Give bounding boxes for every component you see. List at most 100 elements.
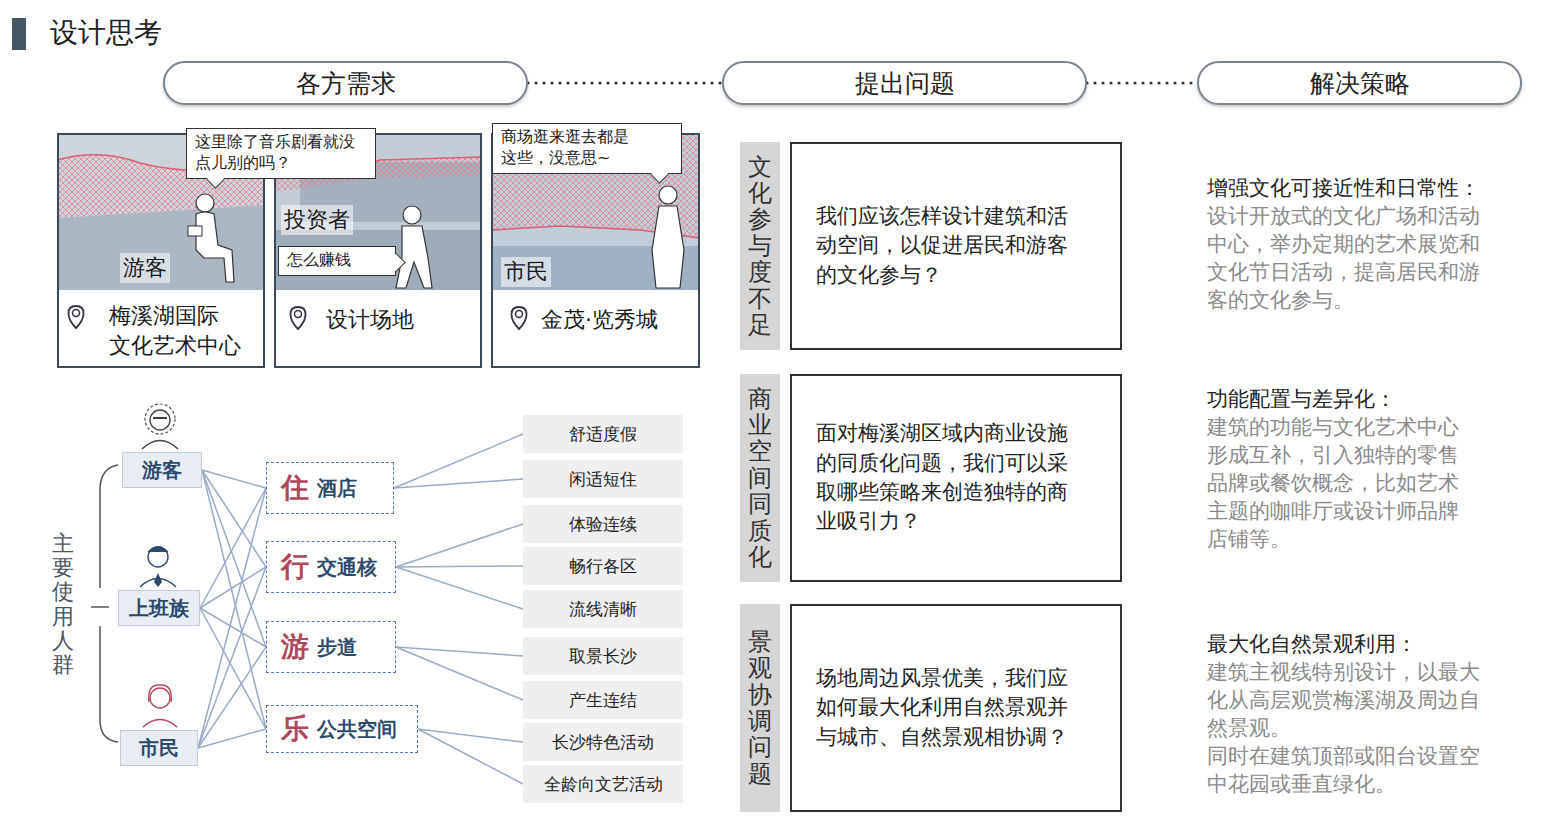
item-text: 产生连结	[569, 689, 637, 712]
panel-text: 市民	[501, 257, 551, 287]
item-text: 长沙特色活动	[552, 731, 654, 754]
pill-text: 提出问题	[855, 67, 955, 100]
persona-text: 游客	[142, 457, 182, 484]
item-text: 闲适短住	[569, 468, 637, 491]
header-pill: 解决策略	[1197, 61, 1522, 105]
photo-ground	[57, 205, 265, 290]
strategy-heading: 功能配置与差异化：	[1207, 385, 1396, 413]
bracket-tick	[91, 606, 109, 608]
category-box: 游步道	[266, 621, 396, 673]
dotted-connector	[528, 81, 722, 84]
q-text: 场地周边风景优美，我们应 如何最大化利用自然景观并 与城市、自然景观相协调？	[816, 664, 1096, 752]
issue-band: 文化参与度不足	[740, 142, 780, 350]
need-box: 流线清晰	[523, 590, 683, 628]
worker-head	[148, 547, 168, 567]
item-text: 体验连续	[569, 513, 637, 536]
need-box: 全龄向文艺活动	[523, 765, 683, 803]
strategy-text: 同时在建筑顶部或阳台设置空 中花园或垂直绿化。	[1207, 742, 1527, 798]
q-text: 面对梅溪湖区域内商业设施 的同质化问题，我们可以采 取哪些策略来创造独特的商 业…	[816, 419, 1096, 537]
connector-line	[418, 729, 523, 742]
tourist-head	[150, 410, 170, 430]
strategy-heading: 增强文化可接近性和日常性：	[1207, 174, 1480, 202]
panel-text: 金茂·览秀城	[541, 305, 701, 335]
citizen-hair	[149, 685, 172, 702]
question-box: 面对梅溪湖区域内商业设施 的同质化问题，我们可以采 取哪些策略来创造独特的商 业…	[790, 374, 1122, 582]
location-pin	[69, 306, 84, 328]
item-text: 畅行各区	[569, 555, 637, 578]
cat-text: 酒店	[317, 475, 357, 502]
item-text: 流线清晰	[569, 598, 637, 621]
connector-line	[198, 729, 266, 748]
cat-text: 乐	[281, 710, 309, 748]
person-head	[196, 194, 214, 212]
person-body	[652, 206, 684, 288]
strategy-text: 建筑主视线特别设计，以最大 化从高层观赏梅溪湖及周边自 然景观。	[1207, 658, 1527, 742]
location-pin-dot	[295, 311, 302, 318]
connector-line	[418, 729, 523, 784]
header-pill: 提出问题	[722, 61, 1087, 105]
connector-line	[202, 470, 266, 647]
strategy-text: 建筑的功能与文化艺术中心 形成互补，引入独特的零售 品牌或餐饮概念，比如艺术 主…	[1207, 413, 1527, 553]
connector-line	[202, 470, 266, 567]
speech-bubble: 怎么赚钱	[278, 246, 396, 276]
cat-text: 游	[281, 628, 309, 666]
bubble-text: 怎么赚钱	[287, 250, 351, 271]
tourist-body	[142, 441, 178, 450]
question-box: 我们应该怎样设计建筑和活 动空间，以促进居民和游客 的文化参与？	[790, 142, 1122, 350]
need-box: 取景长沙	[523, 637, 683, 675]
bubble-text: 这里除了音乐剧看就没 点儿别的吗？	[195, 132, 375, 174]
header-pill: 各方需求	[163, 61, 528, 105]
cat-text: 住	[281, 469, 309, 507]
connector-line	[394, 434, 523, 488]
connector-line	[198, 488, 266, 748]
need-box: 体验连续	[523, 505, 683, 543]
strategy-heading: 最大化自然景观利用：	[1207, 630, 1417, 658]
connector-line	[396, 567, 523, 609]
citizen-head	[150, 688, 170, 708]
location-pin	[291, 307, 306, 329]
question-box: 场地周边风景优美，我们应 如何最大化利用自然景观并 与城市、自然景观相协调？	[790, 604, 1122, 812]
panel-text: 设计场地	[326, 305, 486, 335]
connector-line	[198, 567, 266, 748]
pill-text: 各方需求	[296, 67, 396, 100]
category-box: 住酒店	[266, 462, 394, 514]
need-box: 产生连结	[523, 681, 683, 719]
bracket	[100, 465, 118, 588]
tourist-hair	[145, 404, 175, 434]
title-marker	[12, 18, 26, 50]
dotted-connector	[1087, 81, 1197, 84]
issue-band: 景观协调问题	[740, 604, 780, 812]
photo-ground	[274, 230, 482, 290]
q-text: 我们应该怎样设计建筑和活 动空间，以促进居民和游客 的文化参与？	[816, 202, 1096, 290]
panel-text: 梅溪湖国际 文化艺术中心	[109, 301, 269, 360]
item-text: 取景长沙	[569, 645, 637, 668]
person-head	[403, 206, 421, 224]
location-pin-dot	[73, 310, 80, 317]
persona-box: 上班族	[118, 590, 200, 626]
location-pin-dot	[516, 311, 523, 318]
speech-bubble: 这里除了音乐剧看就没 点儿别的吗？	[186, 128, 376, 179]
connector-line	[396, 524, 523, 567]
citizen-body	[143, 720, 177, 728]
cat-text: 步道	[317, 634, 357, 661]
cat-text: 交通核	[317, 554, 377, 581]
bubble-text: 商场逛来逛去都是 这些，没意思~	[501, 127, 681, 169]
worker-tie	[154, 573, 162, 587]
persona-box: 市民	[120, 730, 198, 766]
page-title: 设计思考	[50, 15, 162, 51]
person-body	[196, 212, 234, 282]
panel-text: 投资者	[281, 205, 353, 235]
photo-panel: 游客梅溪湖国际 文化艺术中心这里除了音乐剧看就没 点儿别的吗？	[57, 133, 265, 368]
item-text: 全龄向文艺活动	[544, 773, 663, 796]
category-box: 乐公共空间	[266, 705, 418, 753]
bracket	[100, 626, 118, 742]
connector-line	[394, 479, 523, 488]
need-box: 长沙特色活动	[523, 723, 683, 761]
person-body	[396, 226, 432, 288]
connector-line	[200, 488, 266, 608]
category-box: 行交通核	[266, 541, 396, 593]
strategy-text: 设计开放式的文化广场和活动 中心，举办定期的艺术展览和 文化节日活动，提高居民和…	[1207, 202, 1527, 314]
location-pin	[512, 307, 527, 329]
connector-line	[200, 608, 266, 729]
band-text: 商业空间同质化	[748, 386, 772, 571]
